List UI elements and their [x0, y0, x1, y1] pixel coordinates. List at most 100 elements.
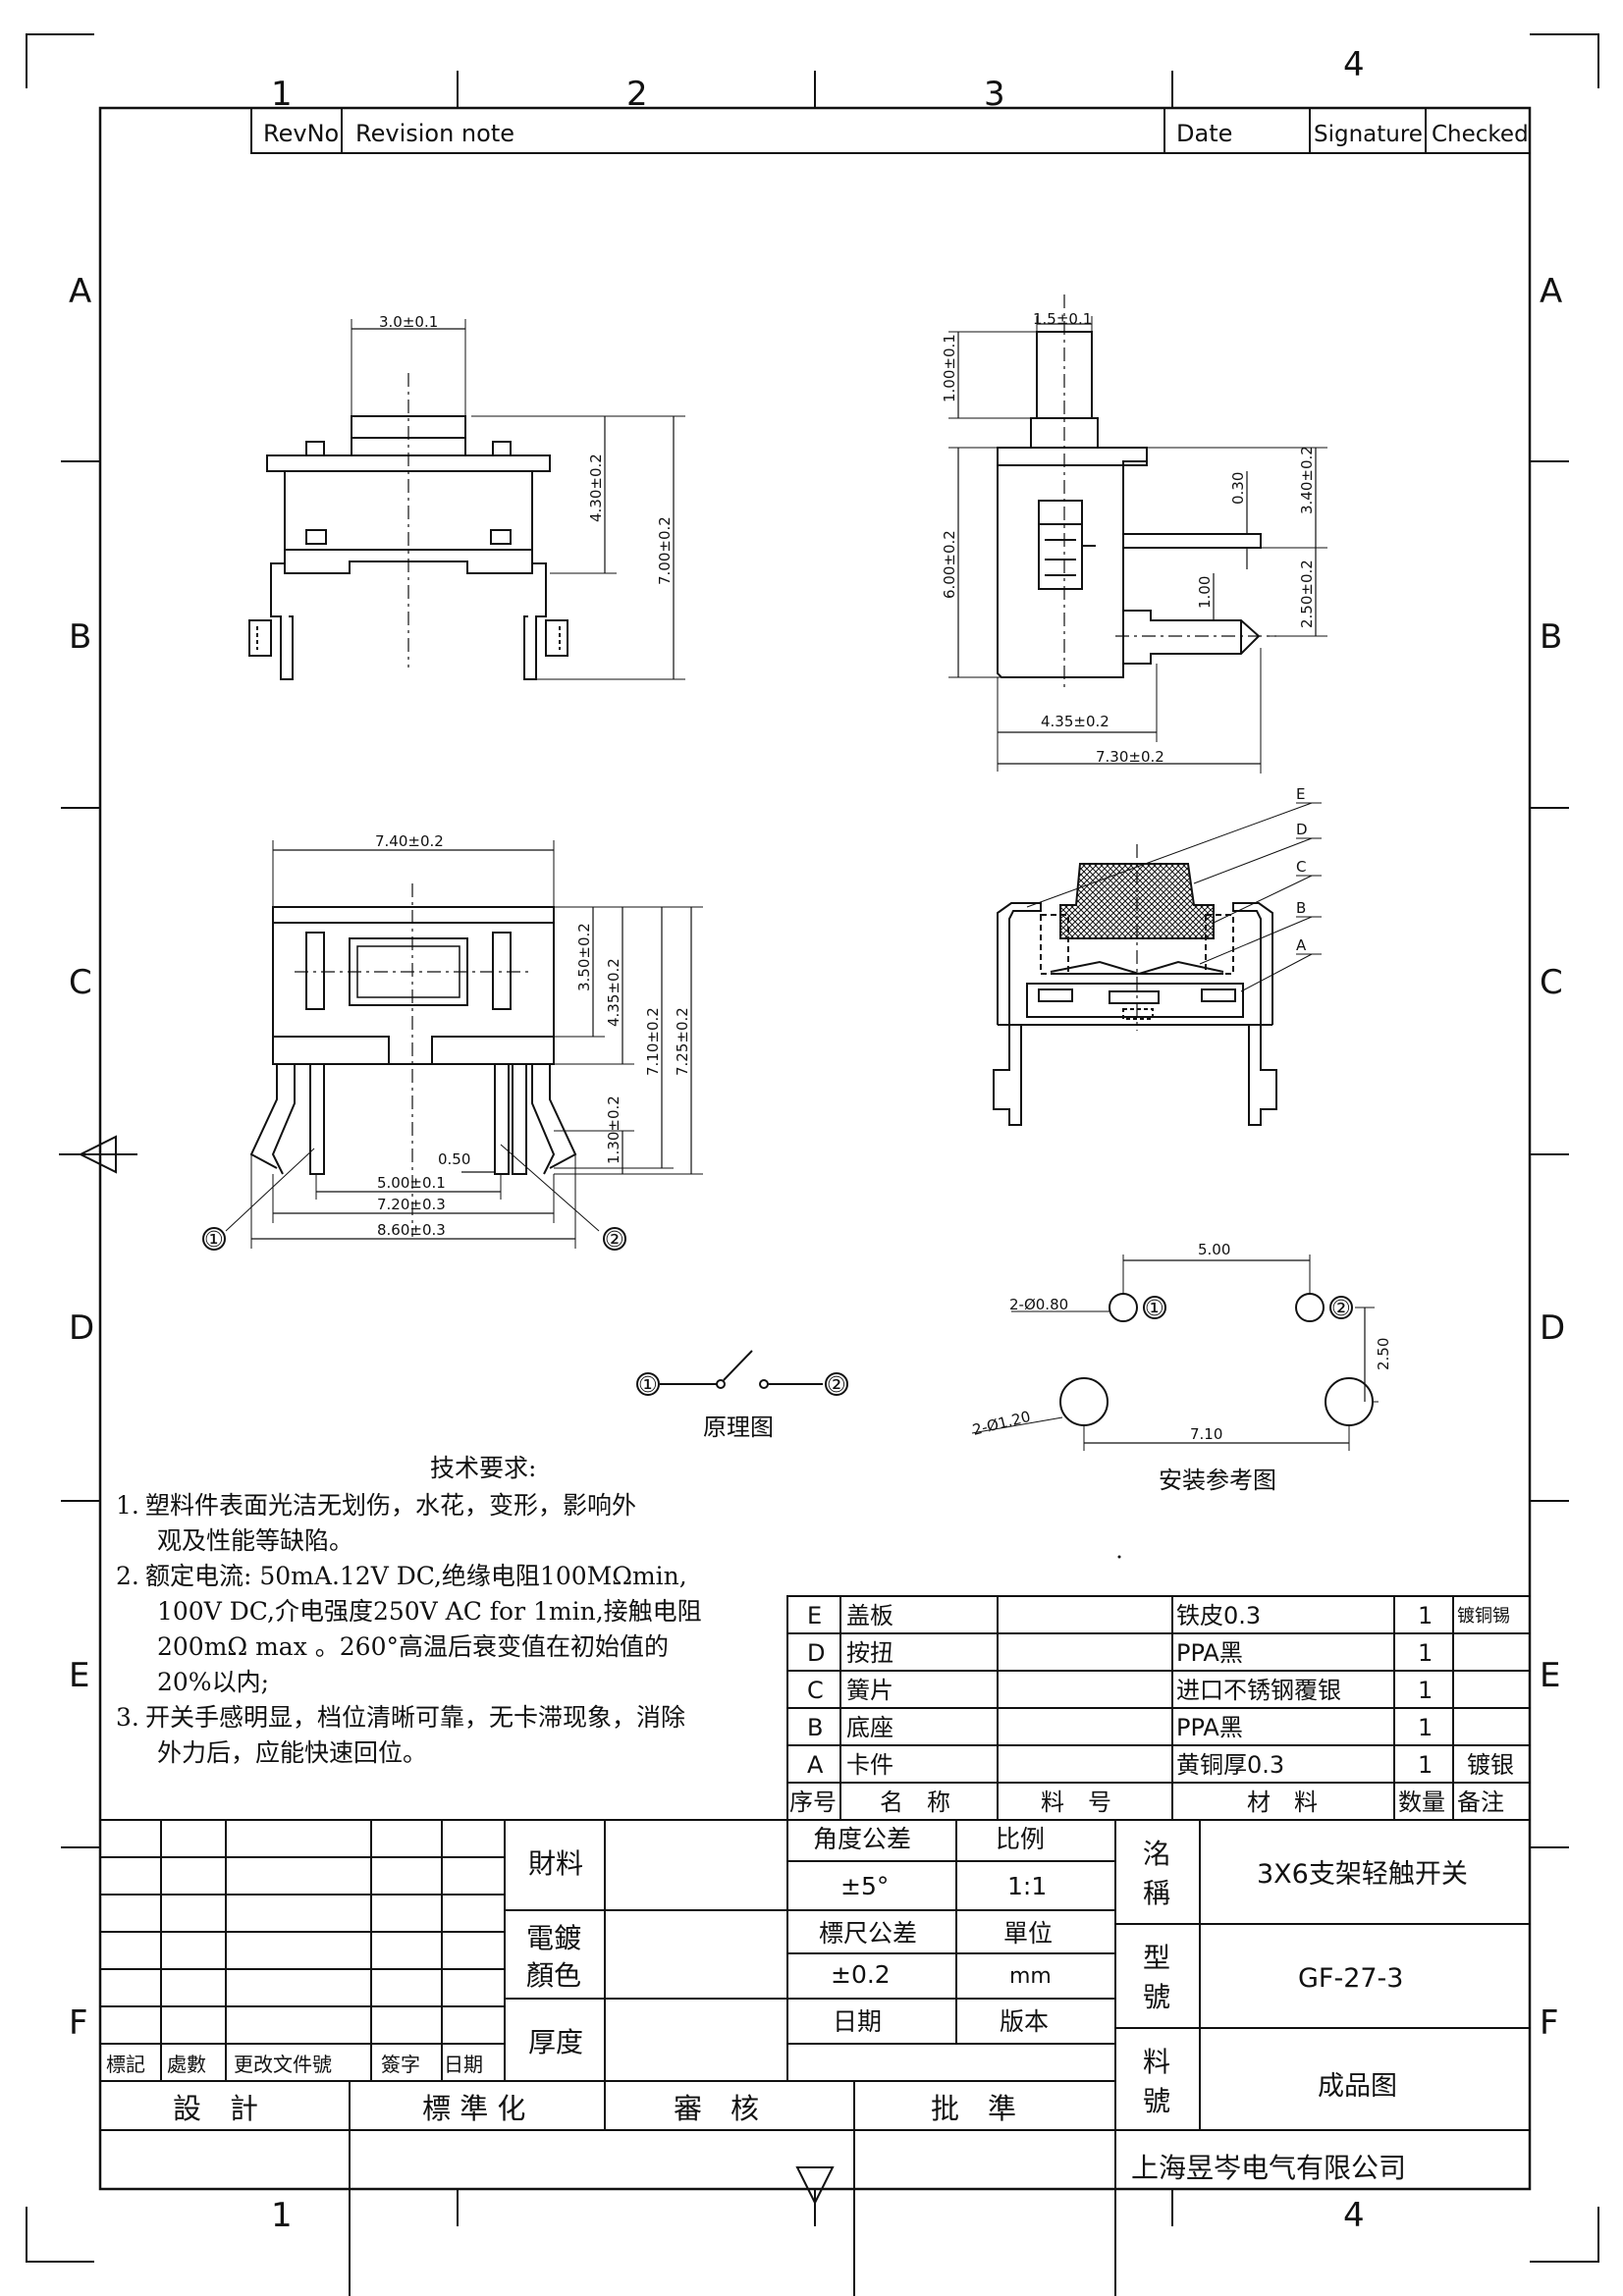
dim-top-pitch-inner: 5.00±0.1 — [377, 1174, 446, 1192]
note-item-2: 2.额定电流: 50mA.12V DC,绝缘电阻100MΩmin, 100V D… — [116, 1559, 793, 1700]
note-2-line-2: 100V DC,介电强度250V AC for 1min,接触电阻 — [157, 1597, 702, 1626]
model-label-2: 號 — [1143, 1981, 1170, 2013]
note-item-3: 3.开关手感明显，档位清晰可靠，无卡滞现象，消除 外力后，应能快速回位。 — [116, 1700, 793, 1771]
name-label-2: 稱 — [1143, 1877, 1170, 1909]
technical-notes: 技术要求: 1.塑料件表面光洁无划伤，水花，变形，影响外 观及性能等缺陷。 2.… — [116, 1451, 793, 1771]
bom-row-c-seq: C — [807, 1677, 824, 1704]
zone-col-1: 1 — [271, 75, 293, 114]
bom-row-c-qty: 1 — [1418, 1677, 1433, 1704]
zone-col-3: 3 — [984, 75, 1005, 114]
thickness-label: 厚度 — [528, 2026, 583, 2058]
bom-row-b-seq: B — [807, 1714, 823, 1741]
angle-tolerance-value: ±5° — [840, 1872, 889, 1900]
plating-label-1: 電鍍 — [526, 1922, 581, 1954]
footprint-pin1: ① — [1145, 1297, 1164, 1321]
bom-row-e-name: 盖板 — [846, 1602, 893, 1629]
material-label: 財料 — [528, 1847, 583, 1880]
zone-col-2: 2 — [626, 75, 648, 114]
scale-label: 比例 — [996, 1825, 1045, 1853]
dim-side-pin-thickness: 0.30 — [1229, 472, 1247, 505]
unit-value: mm — [1009, 1964, 1052, 1989]
name-label-1: 洺 — [1143, 1838, 1170, 1870]
zone-row-c-left: C — [69, 963, 92, 1002]
bom-row-e-seq: E — [807, 1602, 822, 1629]
note-2-line-4: 20%以内; — [157, 1668, 269, 1696]
review-label: 審 核 — [674, 2092, 759, 2125]
bom-row-e-remark: 镀铜锡 — [1457, 1606, 1510, 1627]
note-3-line-2: 外力后，应能快速回位。 — [157, 1738, 428, 1767]
footprint-pitch-y: 2.50 — [1375, 1338, 1392, 1370]
bom-row-d-name: 按扭 — [846, 1639, 893, 1667]
dim-top-pitch-outer: 8.60±0.3 — [377, 1221, 446, 1239]
angle-tolerance-label: 角度公差 — [813, 1825, 911, 1853]
side-view — [948, 294, 1327, 774]
model-label-1: 型 — [1143, 1942, 1170, 1974]
bom-header-remark: 备注 — [1457, 1789, 1504, 1816]
version-label: 版本 — [1000, 2007, 1049, 2036]
zone-row-c-right: C — [1540, 963, 1563, 1002]
bom-row-e-material: 铁皮0.3 — [1176, 1602, 1261, 1629]
zone-row-b-right: B — [1540, 617, 1562, 657]
corner-marks — [26, 33, 1599, 2263]
dim-top-h4: 7.25±0.2 — [674, 1007, 691, 1076]
part-label-1: 料 — [1143, 2046, 1170, 2078]
bom-row-a-name: 卡件 — [846, 1751, 893, 1779]
zone-row-d-left: D — [69, 1308, 94, 1348]
zone-col-4: 4 — [1343, 45, 1365, 84]
front-view — [248, 319, 685, 680]
footprint-large-holes: 2-Ø1.20 — [971, 1408, 1033, 1439]
note-2-line-3: 200mΩ max 。260°高温后衰变值在初始值的 — [157, 1632, 669, 1661]
dim-top-pitch-mid: 7.20±0.3 — [377, 1196, 446, 1213]
dim-tolerance-label: 標尺公差 — [819, 1919, 917, 1948]
dim-tolerance-value: ±0.2 — [831, 1960, 891, 1989]
plating-label-2: 顏色 — [526, 1959, 581, 1992]
dim-top-h1: 3.50±0.2 — [575, 923, 593, 991]
note-1-line-1: 塑料件表面光洁无划伤，水花，变形，影响外 — [145, 1491, 637, 1520]
terminal-1-label: ① — [204, 1228, 224, 1253]
footprint — [971, 1255, 1379, 1451]
revision-date-header: Date — [1176, 120, 1232, 147]
revision-table — [250, 107, 1531, 154]
dim-top-width: 7.40±0.2 — [375, 832, 444, 850]
bom-row-a-remark: 镀银 — [1467, 1751, 1514, 1779]
zone-row-d-right: D — [1540, 1308, 1565, 1348]
zone-ticks — [61, 71, 1569, 2226]
change-header-mark: 標記 — [106, 2053, 145, 2076]
note-3-number: 3. — [116, 1703, 139, 1732]
bom-row-a-material: 黄铜厚0.3 — [1176, 1751, 1284, 1779]
bom-table — [786, 1595, 1531, 1821]
zone-row-a-right: A — [1540, 272, 1562, 311]
dim-top-h2: 4.35±0.2 — [605, 958, 622, 1027]
revision-note-header: Revision note — [355, 120, 514, 147]
zone-row-f-right: F — [1540, 2003, 1559, 2043]
bom-header-material: 材 料 — [1247, 1789, 1318, 1816]
terminal-2-label: ② — [605, 1228, 624, 1253]
footprint-large-pitch: 7.10 — [1190, 1425, 1222, 1443]
notes-title: 技术要求: — [430, 1454, 537, 1482]
revision-signature-header: Signature — [1314, 122, 1423, 147]
dim-top-pin-width: 0.50 — [438, 1150, 470, 1168]
unit-label: 單位 — [1003, 1919, 1053, 1948]
zone-row-a-left: A — [69, 272, 91, 311]
bom-row-c-name: 簧片 — [846, 1677, 893, 1704]
bom-header-part: 料 号 — [1041, 1789, 1111, 1816]
bom-header-seq: 序号 — [789, 1789, 837, 1816]
change-header-count: 處數 — [167, 2053, 206, 2076]
note-3-line-1: 开关手感明显，档位清晰可靠，无卡滞现象，消除 — [145, 1703, 686, 1732]
model-number: GF-27-3 — [1298, 1963, 1403, 1994]
dim-side-body-height: 6.00±0.2 — [941, 530, 958, 599]
exploded-label-d: D — [1296, 821, 1308, 838]
dim-side-peg: 1.00 — [1196, 576, 1214, 609]
dim-front-upper-height: 4.30±0.2 — [587, 454, 605, 522]
part-number: 成品图 — [1318, 2071, 1397, 2102]
dim-front-total-height: 7.00±0.2 — [656, 516, 674, 585]
bom-row-a-seq: A — [807, 1751, 824, 1779]
approve-label: 批 準 — [931, 2092, 1016, 2125]
change-header-date: 日期 — [444, 2053, 483, 2076]
dim-side-inner-width: 4.35±0.2 — [1041, 713, 1109, 730]
dim-side-top-height: 1.00±0.1 — [941, 334, 958, 402]
standardization-label: 標 準 化 — [422, 2092, 525, 2125]
zone-row-b-left: B — [69, 617, 91, 657]
note-2-number: 2. — [116, 1562, 139, 1590]
